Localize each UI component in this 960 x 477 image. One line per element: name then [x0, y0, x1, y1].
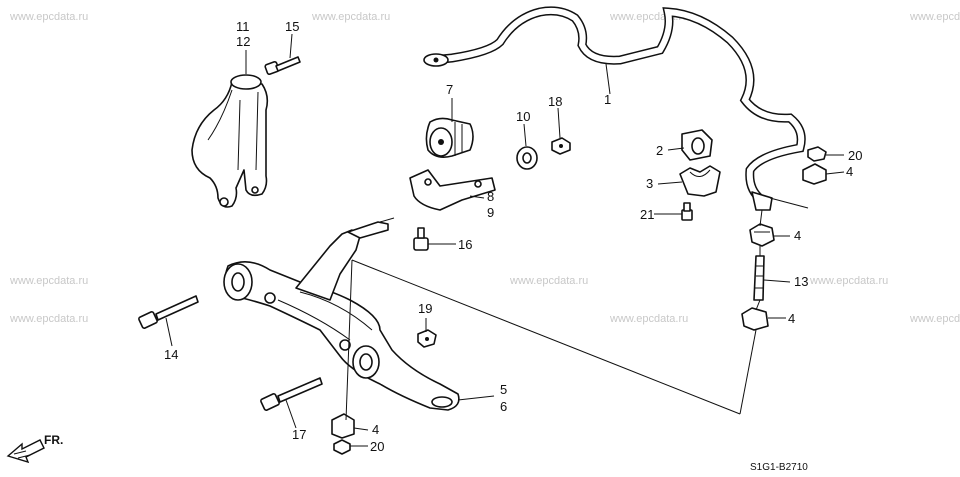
callout-4: 4: [788, 311, 795, 326]
callout-20: 20: [848, 148, 862, 163]
direction-label: FR.: [44, 433, 63, 447]
front-direction-indicator: FR.: [6, 433, 63, 464]
callout-15: 15: [285, 19, 299, 34]
callout-10: 10: [516, 109, 530, 124]
bolt-21[interactable]: [681, 202, 693, 221]
nut-20-upper[interactable]: [807, 146, 827, 162]
bolt-15[interactable]: [264, 56, 301, 75]
callout-21: 21: [640, 207, 654, 222]
callout-14: 14: [164, 347, 178, 362]
bushing-4-upper[interactable]: [802, 163, 827, 185]
callout-3: 3: [646, 176, 653, 191]
bushing-4-lower[interactable]: [741, 307, 769, 331]
callout-8: 8: [487, 189, 494, 204]
lower-arm[interactable]: [223, 217, 460, 411]
callout-13: 13: [794, 274, 808, 289]
bolt-16[interactable]: [413, 227, 429, 251]
callout-4: 4: [794, 228, 801, 243]
bolt-14[interactable]: [138, 295, 199, 329]
callout-12: 12: [236, 34, 250, 49]
nut-20-lower[interactable]: [333, 439, 351, 455]
callout-16: 16: [458, 237, 472, 252]
bushing-2[interactable]: [681, 129, 713, 161]
watermark: www.epcdata.ru: [909, 11, 960, 23]
bushing-4-bottom[interactable]: [331, 413, 355, 439]
callout-11: 11: [236, 19, 250, 34]
watermark: www.epcdata.ru: [809, 275, 888, 287]
diagram-code: S1G1-B2710: [750, 462, 808, 473]
callout-4: 4: [846, 164, 853, 179]
callout-9: 9: [487, 205, 494, 220]
watermark: www.epcdata.ru: [909, 313, 960, 325]
link-13[interactable]: [753, 255, 765, 301]
callout-18: 18: [548, 94, 562, 109]
holder-3[interactable]: [679, 165, 721, 197]
nut-19[interactable]: [417, 329, 437, 348]
callout-17: 17: [292, 427, 306, 442]
watermarks: www.epcdata.ru www.epcdata.ru www.epcdat…: [9, 11, 960, 325]
callout-1: 1: [604, 92, 611, 107]
callout-19: 19: [418, 301, 432, 316]
callout-2: 2: [656, 143, 663, 158]
watermark: www.epcdata.ru: [9, 11, 88, 23]
watermark: www.epcdata.ru: [9, 275, 88, 287]
bolt-17[interactable]: [260, 377, 323, 411]
callout-5: 5: [500, 382, 507, 397]
guide-lines: [345, 197, 809, 421]
washer-10[interactable]: [516, 146, 538, 170]
watermark: www.epcdata.ru: [609, 313, 688, 325]
callout-7: 7: [446, 82, 453, 97]
watermark: www.epcdata.ru: [509, 275, 588, 287]
callout-6: 6: [500, 399, 507, 414]
knuckle-arm[interactable]: [191, 74, 269, 208]
bushing-4-middle[interactable]: [749, 223, 775, 247]
watermark: www.epcdata.ru: [311, 11, 390, 23]
bracket-8-9[interactable]: [409, 169, 496, 211]
bushing-7[interactable]: [425, 117, 474, 158]
watermark: www.epcdata.ru: [9, 313, 88, 325]
callouts: 1 2 3 4 4 4 4 5 6 7 8 9 10 11 12 13 14 1…: [164, 19, 862, 454]
callout-4: 4: [372, 422, 379, 437]
stabilizer-bar[interactable]: [423, 6, 806, 211]
callout-20: 20: [370, 439, 384, 454]
leader-lines: [165, 33, 845, 447]
nut-18[interactable]: [551, 137, 571, 155]
